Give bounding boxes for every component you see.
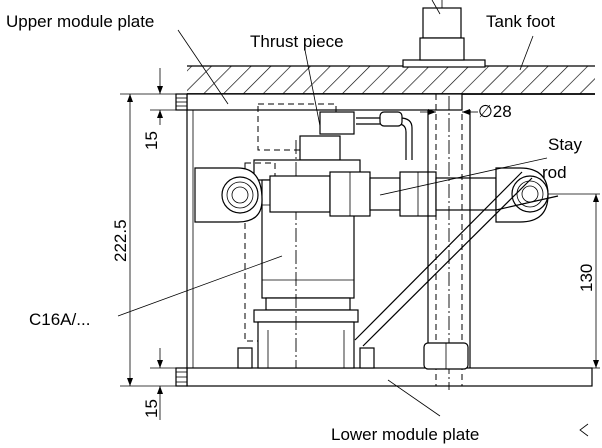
stay-label: Stay: [548, 135, 583, 154]
upper-module-plate-label: Upper module plate: [6, 12, 154, 31]
dim-15-bottom-label: 15: [142, 399, 161, 418]
edge-mark-icon: [579, 423, 589, 437]
support-bracket: [354, 171, 559, 347]
diameter-dimension: ∅28: [420, 102, 512, 121]
c16a-label: C16A/...: [29, 310, 90, 329]
dim-15-top-label: 15: [142, 131, 161, 150]
upper-module-plate: [175, 93, 463, 111]
tank-foot-label: Tank foot: [486, 12, 555, 31]
diameter-label: ∅28: [478, 102, 512, 121]
dim-15-bottom: 15: [142, 348, 176, 420]
lower-module-plate: [175, 367, 593, 387]
leader-lines: [117, 0, 548, 417]
stay-bolt: [423, 94, 471, 390]
dim-130: 130: [548, 193, 600, 369]
module-frame: [186, 110, 194, 370]
cable: [356, 111, 413, 160]
dim-222-5: 222.5: [111, 93, 176, 387]
load-cell-c16a: [237, 135, 375, 369]
rod-label: rod: [542, 163, 567, 182]
tank-foot: [187, 59, 595, 95]
lower-module-plate-label: Lower module plate: [331, 425, 479, 444]
thrust-piece: [257, 103, 355, 151]
dim-130-label: 130: [577, 264, 596, 292]
thrust-piece-label: Thrust piece: [250, 32, 344, 51]
top-nut: [419, 0, 465, 61]
dim-15-top: 15: [142, 68, 187, 150]
dim-222-5-label: 222.5: [111, 219, 130, 262]
